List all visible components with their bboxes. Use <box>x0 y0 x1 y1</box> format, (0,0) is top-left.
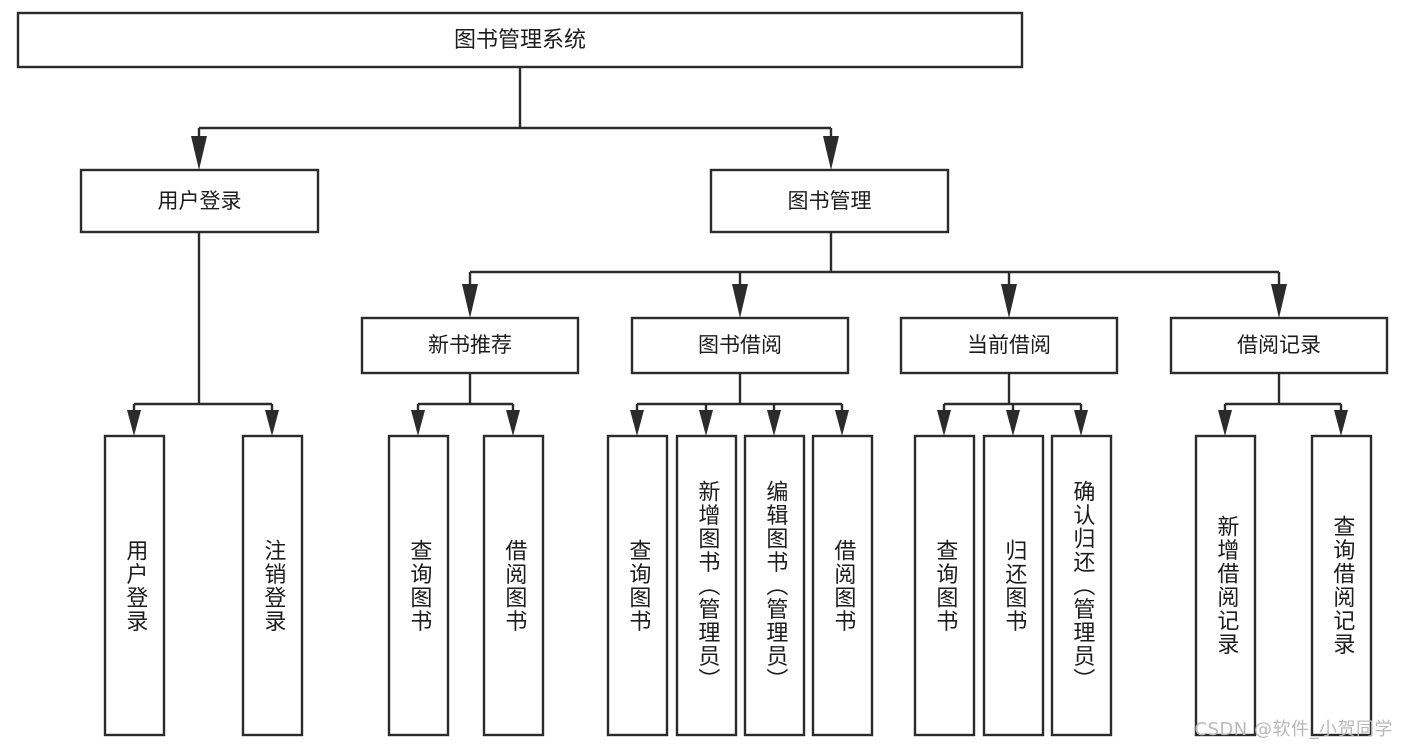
arrow-head-current-borrow <box>1001 284 1017 318</box>
node-box-leaf-add-book[interactable] <box>675 434 738 737</box>
arrow-head-leaf-edit-book <box>767 410 781 436</box>
connector-group-user-login <box>127 232 279 436</box>
watermark-text: CSDN @软件_小贺同学 <box>1194 719 1393 740</box>
connector-group-book-borrow <box>630 373 849 436</box>
arrow-head-borrow-record <box>1271 284 1287 318</box>
node-box-user-login[interactable] <box>79 168 320 234</box>
node-label-root: 图书管理系统 <box>454 28 586 53</box>
node-box-book-borrow[interactable] <box>630 316 850 375</box>
node-box-leaf-borrow-book-2[interactable] <box>811 434 874 737</box>
node-box-leaf-user-login[interactable] <box>103 434 166 737</box>
node-box-new-book-recommend[interactable] <box>360 316 580 375</box>
node-box-book-manage[interactable] <box>709 168 950 234</box>
arrow-head-leaf-user-logout <box>265 410 279 436</box>
node-label-new-book-recommend: 新书推荐 <box>428 333 512 357</box>
arrow-head-new-book-recommend <box>462 284 478 318</box>
arrow-head-leaf-add-book <box>699 410 713 436</box>
node-label-user-login: 用户登录 <box>158 189 242 213</box>
arrow-head-leaf-borrow-book-1 <box>506 410 520 436</box>
arrow-head-leaf-borrow-book-2 <box>835 410 849 436</box>
node-box-borrow-record[interactable] <box>1169 316 1389 375</box>
arrow-head-leaf-confirm-return <box>1074 410 1088 436</box>
node-box-leaf-query-book-3[interactable] <box>913 434 976 737</box>
node-box-leaf-borrow-book-1[interactable] <box>482 434 545 737</box>
node-box-root[interactable] <box>16 11 1024 69</box>
arrow-head-leaf-query-book-3 <box>937 410 951 436</box>
arrow-head-leaf-return-book <box>1006 410 1020 436</box>
node-box-leaf-query-book-2[interactable] <box>606 434 669 737</box>
arrow-head-book-borrow <box>732 284 748 318</box>
connector-group-borrow-record <box>1218 373 1348 436</box>
connector-group-root <box>191 67 839 170</box>
connector-group-book-manage <box>462 232 1287 318</box>
arrow-head-leaf-query-book-1 <box>411 410 425 436</box>
node-box-leaf-confirm-return[interactable] <box>1050 434 1113 737</box>
node-box-leaf-add-record[interactable] <box>1194 434 1257 737</box>
arrow-head-leaf-query-record <box>1334 410 1348 436</box>
node-label-book-borrow: 图书借阅 <box>698 333 782 357</box>
arrow-head-book-manage <box>823 136 839 170</box>
arrow-head-leaf-query-book-2 <box>630 410 644 436</box>
connector-group-current-borrow <box>937 373 1088 436</box>
node-box-leaf-query-book-1[interactable] <box>387 434 450 737</box>
node-box-leaf-return-book[interactable] <box>982 434 1045 737</box>
arrow-head-leaf-user-login <box>127 410 141 436</box>
node-box-leaf-user-logout[interactable] <box>241 434 304 737</box>
arrow-head-leaf-add-record <box>1218 410 1232 436</box>
arrow-head-user-login <box>191 136 207 170</box>
node-label-book-manage: 图书管理 <box>788 189 872 213</box>
node-box-leaf-edit-book[interactable] <box>743 434 806 737</box>
connector-group-new-book-recommend <box>411 373 520 436</box>
node-label-borrow-record: 借阅记录 <box>1237 333 1321 357</box>
node-box-current-borrow[interactable] <box>899 316 1119 375</box>
node-label-current-borrow: 当前借阅 <box>967 333 1051 357</box>
node-box-leaf-query-record[interactable] <box>1310 434 1373 737</box>
